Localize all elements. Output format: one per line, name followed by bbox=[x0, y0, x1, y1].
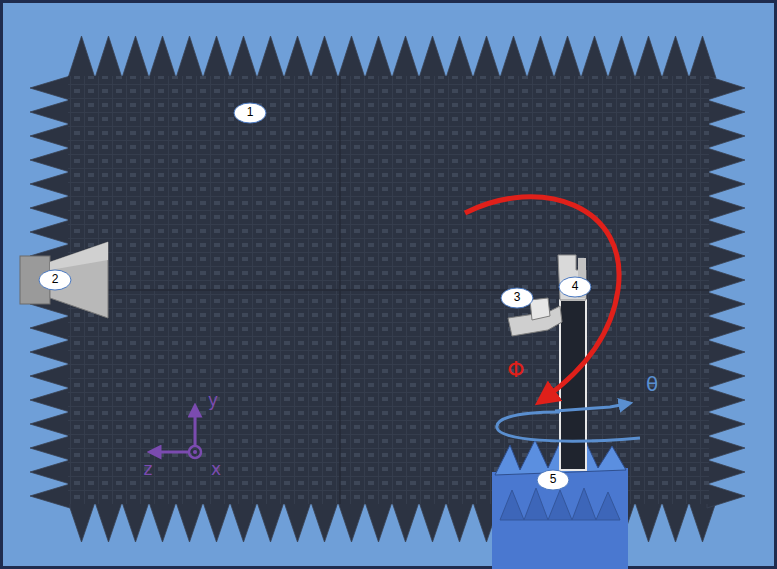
axis-label: y bbox=[208, 392, 218, 409]
callout-bubble: 4 bbox=[558, 276, 592, 298]
callout-outline bbox=[39, 270, 71, 290]
horn-antenna bbox=[20, 242, 108, 318]
chamber-floor-grid bbox=[68, 76, 709, 504]
axis-label: x bbox=[211, 461, 221, 478]
absorber-spikes bbox=[30, 36, 745, 542]
callout-bubble: 3 bbox=[500, 287, 534, 309]
callout-number: 1 bbox=[247, 106, 254, 119]
phi-label: Φ bbox=[507, 359, 524, 381]
callout-outline bbox=[559, 277, 591, 297]
callout-bubble: 2 bbox=[38, 269, 72, 291]
callout-bubble: 1 bbox=[233, 102, 267, 124]
callout-number: 2 bbox=[52, 273, 59, 286]
coordinate-axes bbox=[154, 410, 201, 458]
callout-outline bbox=[234, 103, 266, 123]
theta-label: θ bbox=[646, 374, 658, 394]
theta-rotation-arrow bbox=[497, 404, 640, 441]
axis-label: z bbox=[144, 461, 153, 478]
phi-rotation-arrow bbox=[465, 197, 619, 398]
callout-number: 5 bbox=[550, 473, 557, 486]
callout-bubble: 5 bbox=[536, 469, 570, 491]
callout-outline bbox=[501, 288, 533, 308]
callout-outline bbox=[537, 470, 569, 490]
grid-seams bbox=[68, 76, 709, 504]
callout-number: 3 bbox=[514, 291, 521, 304]
callout-number: 4 bbox=[572, 280, 579, 293]
